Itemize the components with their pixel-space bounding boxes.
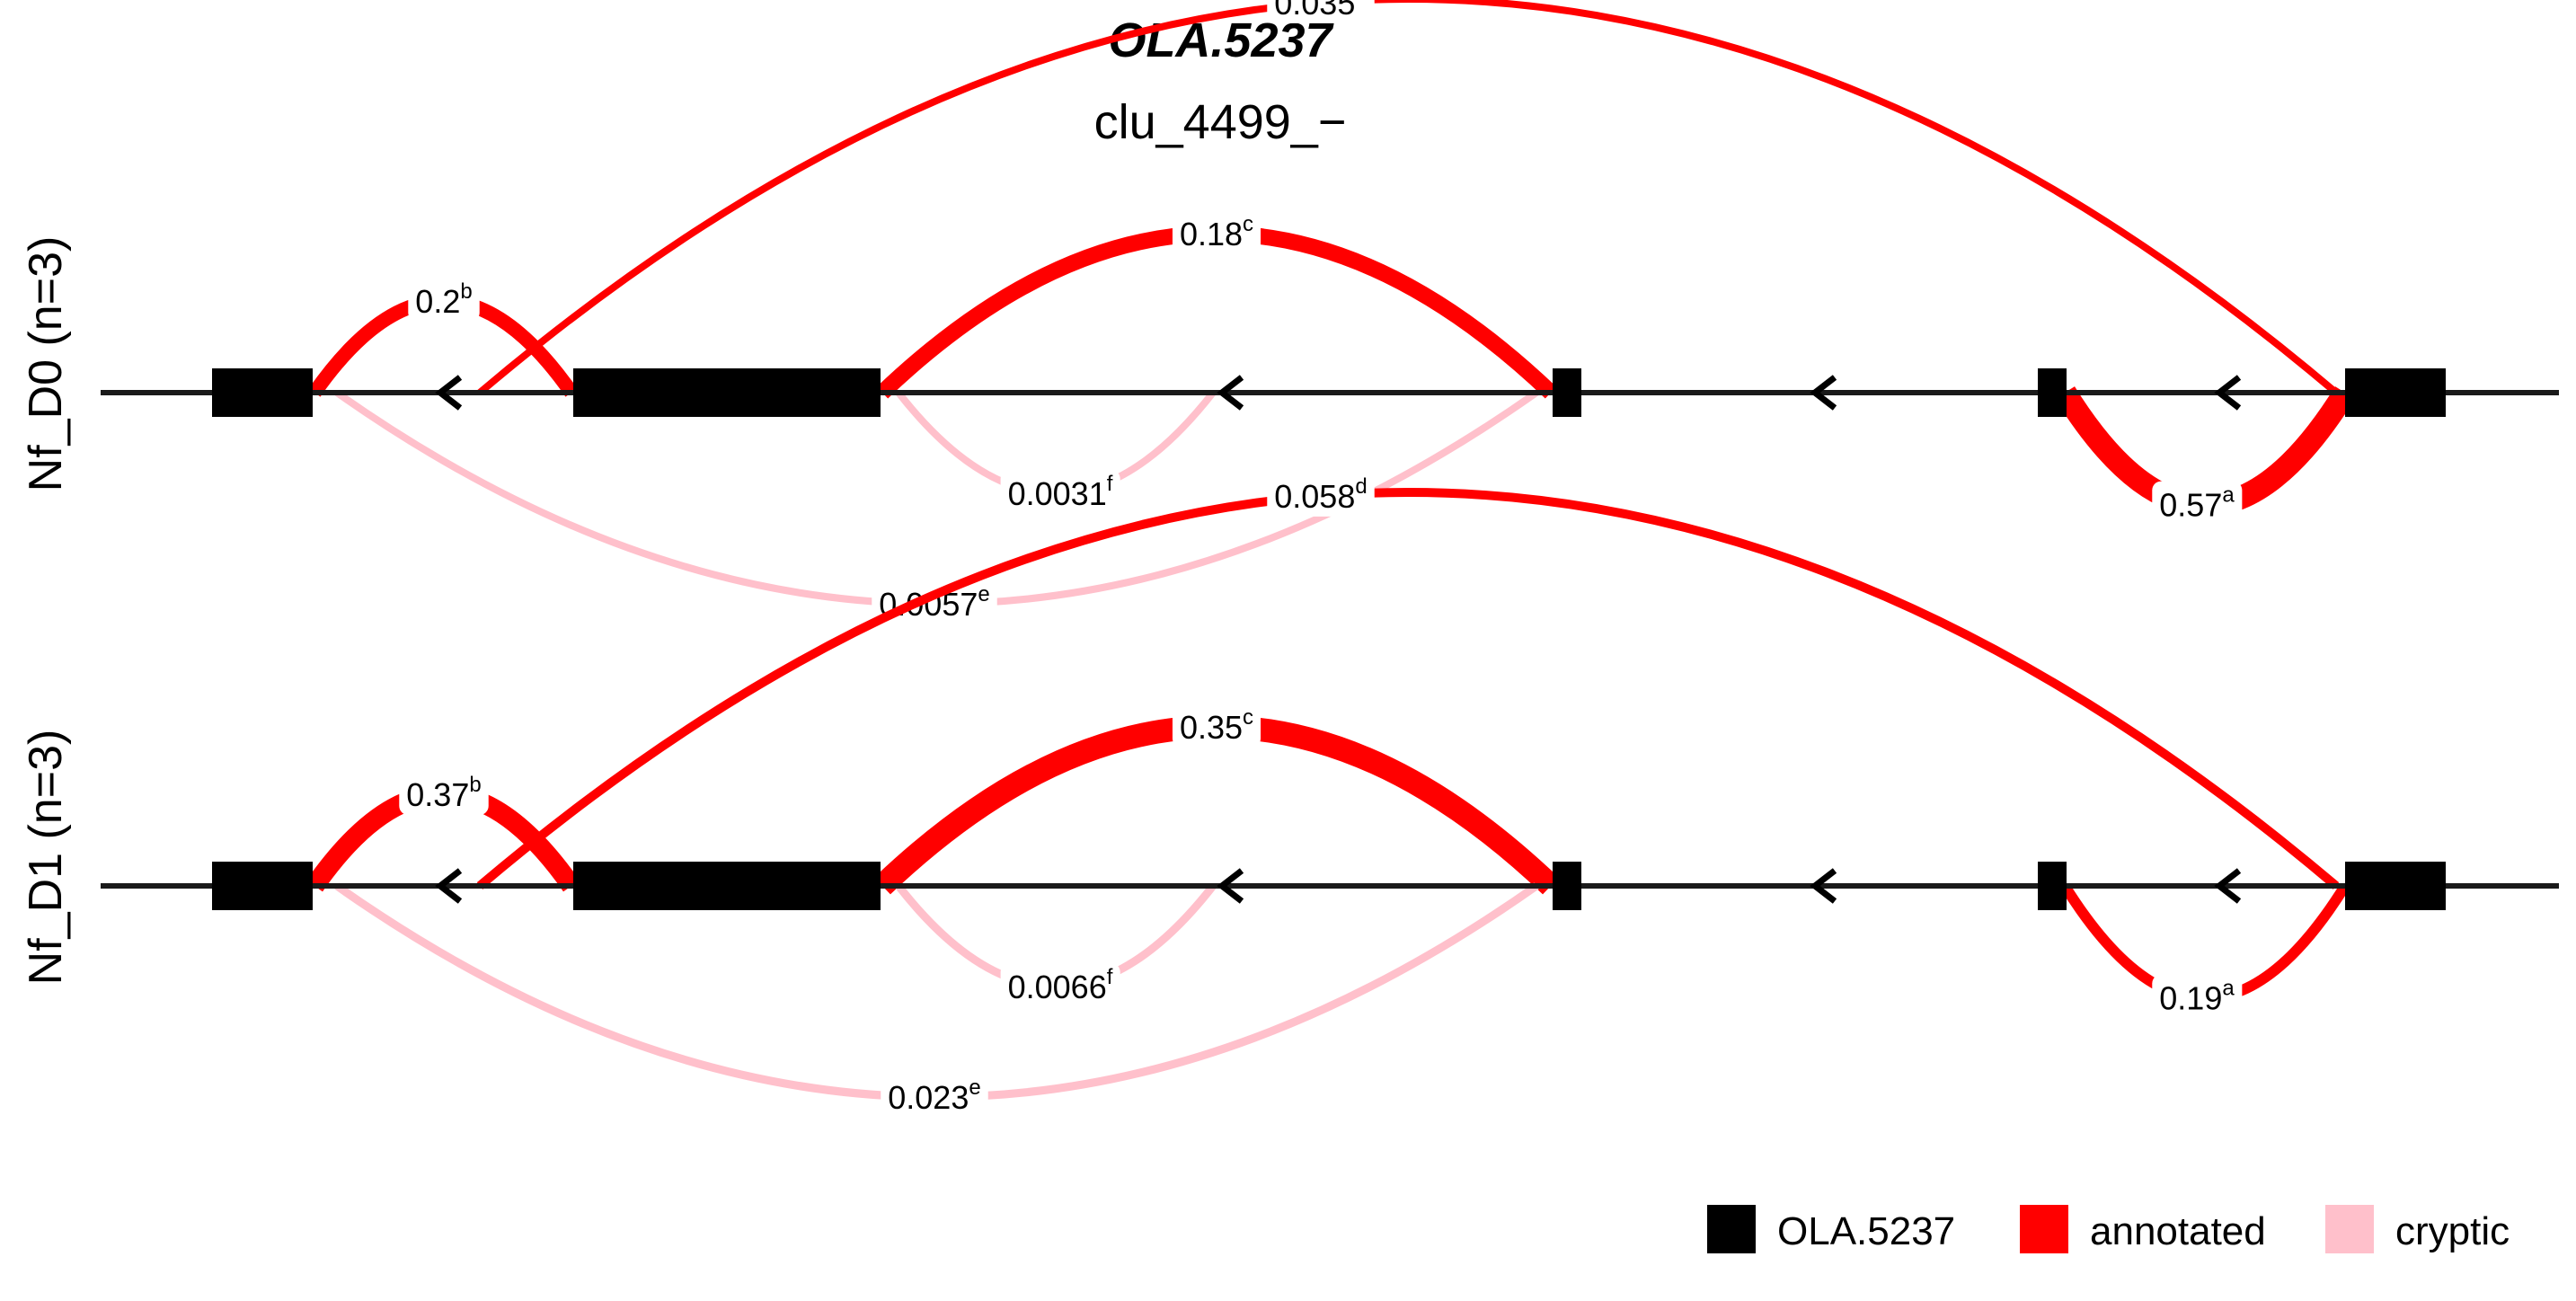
strand-arrow-icon — [1810, 868, 1837, 904]
exon-3 — [1553, 368, 1581, 417]
exon-4 — [2038, 862, 2067, 910]
junction-labels: 0.19a 0.37b 0.35c 0.058d 0.023e 0.0066f — [399, 472, 2243, 1118]
legend-swatch — [1707, 1205, 1756, 1253]
figure-subtitle: clu_4499_− — [1094, 95, 1347, 149]
panel-0: Nf_D0 (n=3)0.57a0.2b0.18c0.035d0.0057e0.… — [20, 0, 2559, 624]
junction-arcs — [305, 488, 2350, 1102]
legend-item-annotated: annotated — [2020, 1205, 2266, 1253]
strand-arrow-icon — [2214, 868, 2242, 904]
exon-5 — [2345, 862, 2446, 910]
junction-label-d: 0.058d — [1274, 474, 1367, 515]
strand-arrow-icon — [1217, 375, 1244, 411]
strand-arrow-icon — [435, 868, 463, 904]
junction-arc-c — [876, 226, 1557, 399]
legend-label: OLA.5237 — [1777, 1209, 1955, 1253]
junction-label-bg — [1267, 0, 1375, 23]
junction-arc-d — [476, 488, 2340, 889]
junction-label-c: 0.18c — [1180, 212, 1253, 252]
junction-label-c: 0.35c — [1180, 705, 1253, 746]
junction-label-e: 0.023e — [888, 1075, 980, 1116]
junction-label-f: 0.0066f — [1008, 965, 1113, 1005]
strand-arrow-icon — [435, 375, 463, 411]
junction-arc-c — [874, 715, 1559, 895]
junction-label-bg — [1172, 704, 1261, 748]
exon-5 — [2345, 368, 2446, 417]
junction-label-bg — [399, 771, 489, 816]
legend-item-cryptic: cryptic — [2325, 1205, 2510, 1253]
junction-arc-d — [477, 0, 2339, 396]
legend-label: annotated — [2090, 1209, 2266, 1253]
strand-arrow-icon — [2214, 375, 2242, 411]
panel-label: Nf_D1 (n=3) — [20, 730, 72, 986]
exon-3 — [1553, 862, 1581, 910]
junction-label-a: 0.19a — [2159, 977, 2235, 1017]
junction-label-bg — [1172, 210, 1261, 254]
junction-label-bg — [1267, 472, 1375, 517]
junction-label-bg — [881, 1073, 988, 1118]
junction-label-bg — [2152, 481, 2243, 526]
exon-4 — [2038, 368, 2067, 417]
exon-2 — [573, 862, 881, 910]
panel-1: Nf_D1 (n=3)0.19a0.37b0.35c0.058d0.023e0.… — [20, 472, 2559, 1118]
junction-arc-e — [334, 882, 1539, 1102]
strand-arrow-icon — [1217, 868, 1244, 904]
junction-label-bg — [1000, 469, 1120, 514]
junction-label-a: 0.57a — [2159, 483, 2235, 524]
exon-2 — [573, 368, 881, 417]
junction-label-bg — [408, 278, 480, 323]
legend-swatch — [2020, 1205, 2068, 1253]
legend-label: cryptic — [2395, 1209, 2510, 1253]
panels: Nf_D0 (n=3)0.57a0.2b0.18c0.035d0.0057e0.… — [20, 0, 2559, 1118]
exon-1 — [212, 368, 313, 417]
junction-label-bg — [1000, 962, 1120, 1007]
strand-arrow-icon — [1810, 375, 1837, 411]
junction-label-b: 0.37b — [406, 773, 481, 813]
junction-label-b: 0.2b — [415, 279, 472, 320]
junction-label-d: 0.035d — [1274, 0, 1367, 22]
junction-label-f: 0.0031f — [1008, 472, 1113, 512]
legend-item-gene: OLA.5237 — [1707, 1205, 1955, 1253]
exon-1 — [212, 862, 313, 910]
legend-swatch — [2325, 1205, 2374, 1253]
legend: OLA.5237 annotated cryptic — [1707, 1205, 2510, 1253]
junction-label-bg — [2152, 974, 2243, 1019]
panel-label: Nf_D0 (n=3) — [20, 236, 72, 492]
